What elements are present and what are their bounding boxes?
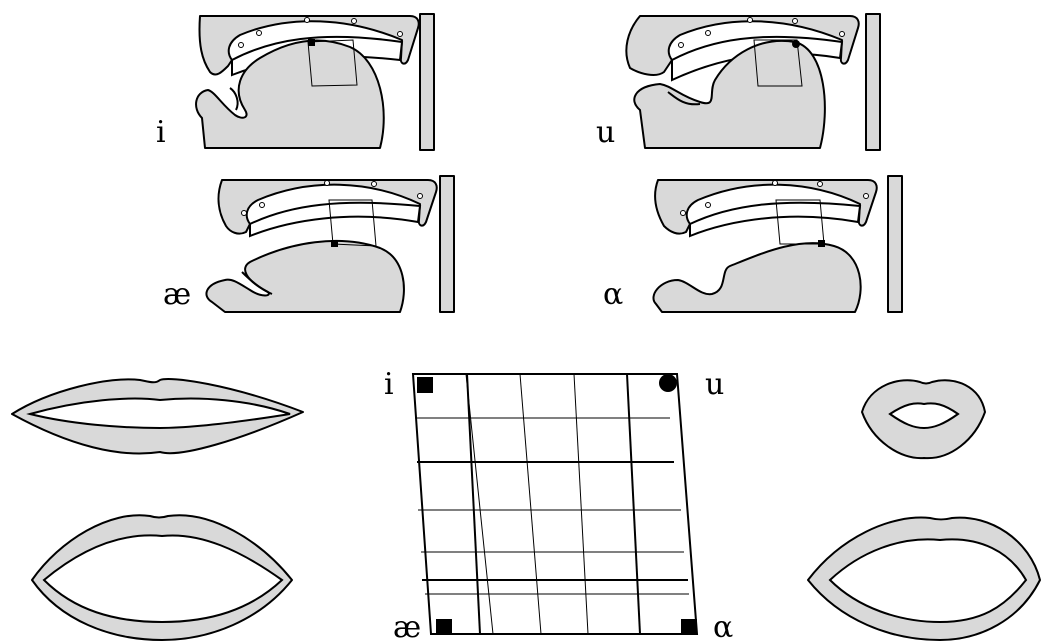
corner-marker-alpha [681, 619, 697, 634]
lips-i [12, 379, 303, 453]
lips-alpha [808, 518, 1040, 640]
corner-marker-u [659, 374, 677, 392]
vocal-tract-u [626, 14, 880, 150]
lips-u [862, 380, 985, 458]
vowel-label-u-tract: u [596, 115, 615, 150]
corner-marker-ae [436, 619, 452, 634]
vowel-label-alpha-tract: α [603, 277, 623, 312]
vowel-quadrilateral [413, 374, 697, 634]
grid-label-alpha: α [713, 610, 733, 641]
corner-marker-i [417, 377, 433, 393]
lips-ae [32, 515, 292, 640]
grid-label-i: i [384, 367, 394, 402]
grid-label-ae: æ [393, 610, 421, 641]
vocal-tract-alpha [653, 176, 902, 312]
grid-label-u: u [705, 367, 724, 402]
vocal-tract-ae [206, 176, 454, 312]
vowel-label-ae-tract: æ [163, 277, 191, 312]
vocal-tract-i [196, 14, 434, 150]
vowel-label-i-tract: i [156, 115, 166, 150]
